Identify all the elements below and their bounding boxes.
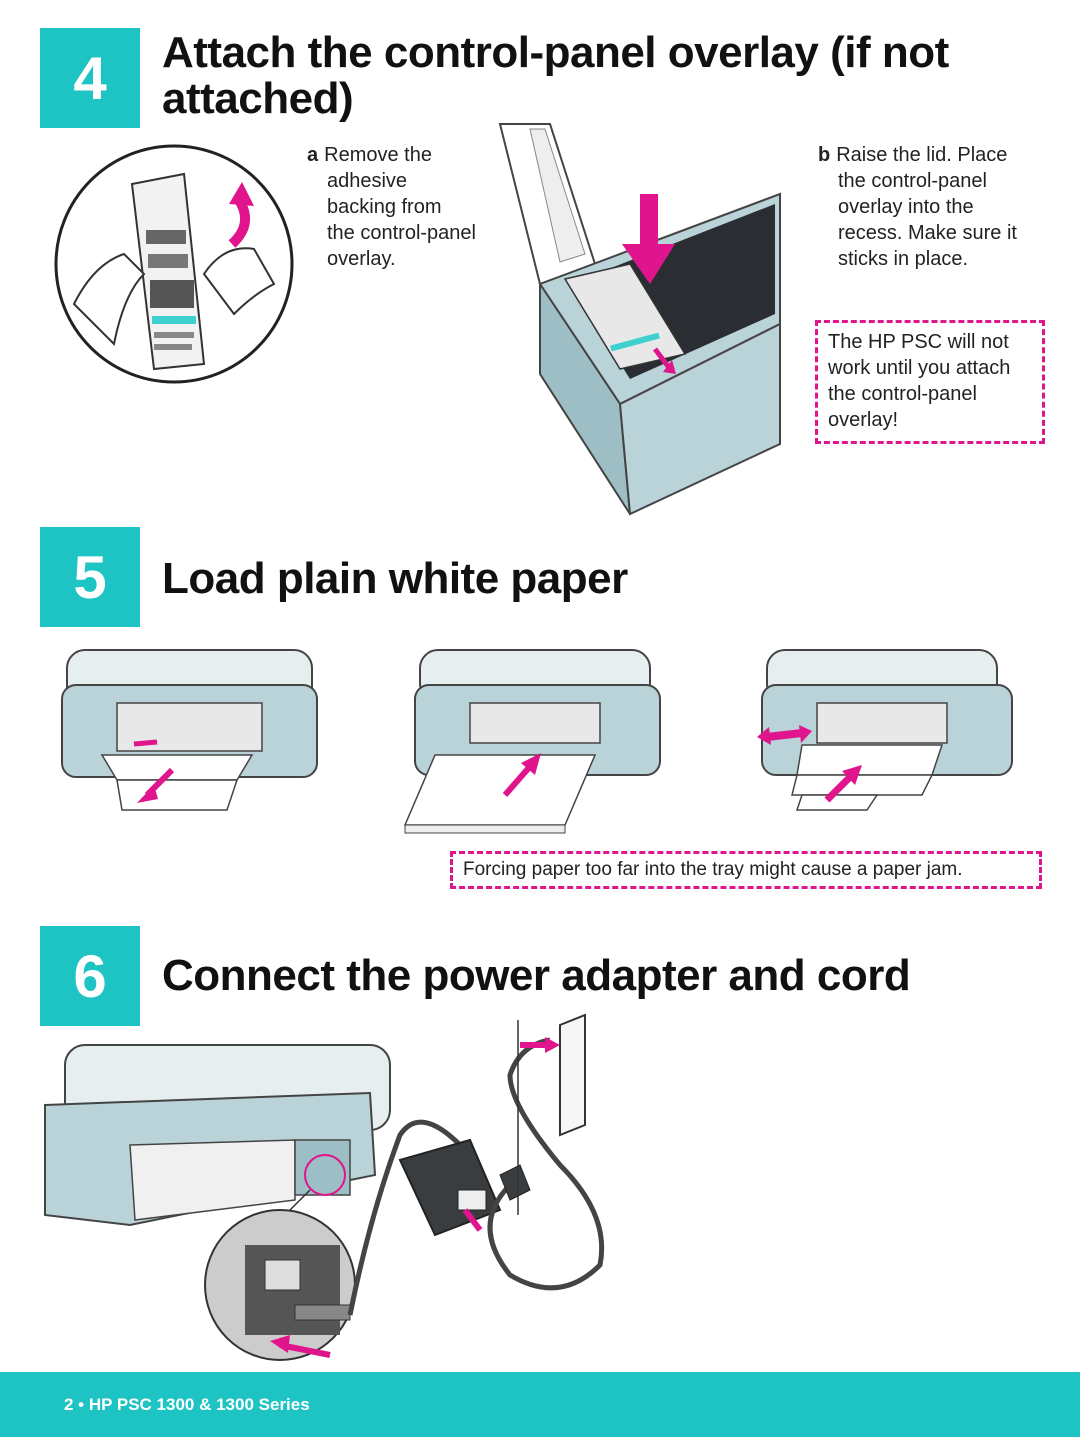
page-footer: 2 • HP PSC 1300 & 1300 Series — [0, 1372, 1080, 1437]
down-arrow-icon — [622, 194, 675, 284]
caption-b-letter: b — [818, 144, 831, 166]
warning-line1: The HP PSC will not — [828, 331, 1009, 353]
caption-a-line3: backing from — [327, 196, 442, 218]
caption-a-line5: overlay. — [327, 248, 396, 270]
remove-backing-illustration — [54, 144, 294, 384]
power-connection-illustration — [44, 1013, 605, 1361]
step4-heading-line2: attached) — [162, 74, 354, 123]
port-closeup-icon — [204, 1209, 356, 1361]
printer-load-paper-illustration — [403, 649, 661, 834]
warning-line3: the control-panel — [828, 383, 977, 405]
step-number-6: 6 — [40, 926, 140, 1026]
caption-b-line3: overlay into the — [838, 196, 974, 218]
caption-a-line1: Remove the — [324, 144, 432, 166]
printer-rear-icon — [44, 1044, 391, 1227]
warning-line2: work until you attach — [828, 357, 1011, 379]
step4-heading-line1: Attach the control-panel overlay (if not — [162, 28, 949, 77]
step-number-4: 4 — [40, 28, 140, 128]
printer-adjust-guide-illustration — [757, 649, 1013, 811]
step-number-5: 5 — [40, 527, 140, 627]
step4-warning-box: The HP PSC will not work until you attac… — [815, 320, 1045, 444]
caption-a-line4: the control-panel — [327, 222, 476, 244]
caption-a-letter: a — [307, 144, 319, 166]
step5-heading: Load plain white paper — [162, 554, 628, 603]
caption-b-line4: recess. Make sure it — [838, 222, 1017, 244]
caption-b-line2: the control-panel — [838, 170, 987, 192]
power-adapter-icon — [398, 1138, 502, 1237]
overlay-strip-icon — [130, 172, 206, 371]
step4-heading: Attach the control-panel overlay (if not… — [162, 30, 949, 122]
printer-open-lid-illustration — [498, 123, 781, 516]
caption-b-line5: sticks in place. — [838, 248, 969, 270]
printer-tray-open-illustration — [61, 649, 318, 811]
caption-b-line1: Raise the lid. Place — [836, 144, 1008, 166]
caption-a-line2: adhesive — [327, 170, 408, 192]
step5-warning-box: Forcing paper too far into the tray migh… — [450, 851, 1042, 889]
warning-line4: overlay! — [828, 409, 899, 431]
step6-heading: Connect the power adapter and cord — [162, 951, 911, 1000]
